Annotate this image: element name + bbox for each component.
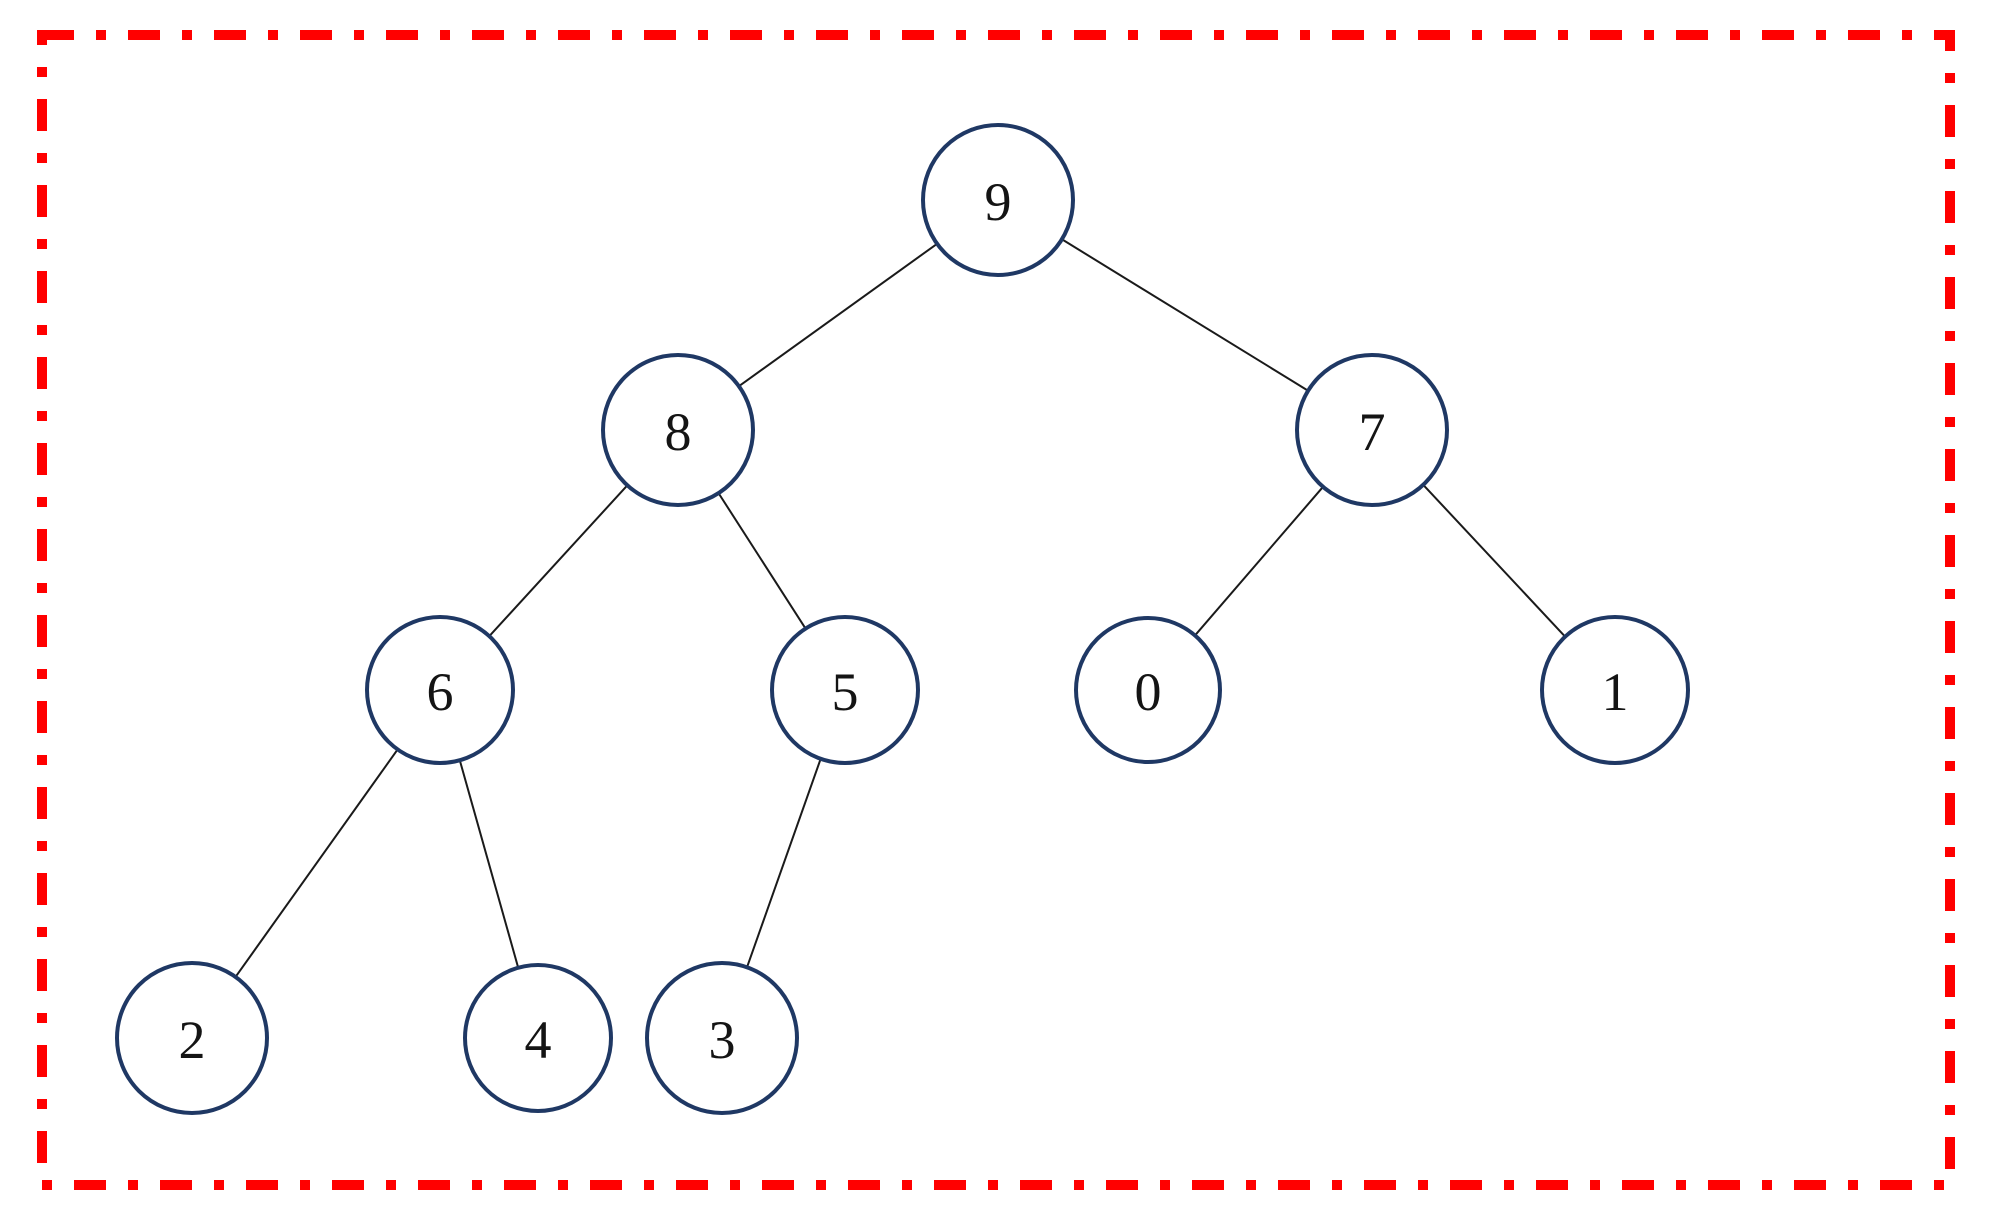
tree-edge-8-6 bbox=[488, 484, 629, 637]
tree-node-6[interactable]: 6 bbox=[365, 615, 515, 765]
node-label-5: 5 bbox=[832, 662, 859, 722]
node-circle-3[interactable] bbox=[645, 961, 799, 1115]
tree-node-7[interactable]: 7 bbox=[1295, 353, 1449, 507]
tree-node-5[interactable]: 5 bbox=[770, 615, 920, 765]
node-circle-1[interactable] bbox=[1540, 615, 1690, 765]
tree-node-9[interactable]: 9 bbox=[921, 123, 1075, 277]
node-circle-4[interactable] bbox=[463, 963, 613, 1113]
node-circle-7[interactable] bbox=[1295, 353, 1449, 507]
node-layer: 9 8 7 6 5 0 1 2 4 3 bbox=[115, 123, 1690, 1115]
tree-node-3[interactable]: 3 bbox=[645, 961, 799, 1115]
node-circle-8[interactable] bbox=[601, 353, 755, 507]
tree-node-0[interactable]: 0 bbox=[1074, 616, 1222, 764]
node-circle-9[interactable] bbox=[921, 123, 1075, 277]
node-label-1: 1 bbox=[1602, 662, 1629, 722]
node-label-6: 6 bbox=[427, 662, 454, 722]
node-label-9: 9 bbox=[985, 172, 1012, 232]
tree-edge-7-1 bbox=[1422, 484, 1566, 638]
tree-edge-8-5 bbox=[717, 492, 807, 630]
tree-node-4[interactable]: 4 bbox=[463, 963, 613, 1113]
node-label-4: 4 bbox=[525, 1010, 552, 1070]
edge-layer bbox=[234, 238, 1566, 978]
node-label-7: 7 bbox=[1359, 402, 1386, 462]
tree-node-8[interactable]: 8 bbox=[601, 353, 755, 507]
tree-edge-9-7 bbox=[1061, 238, 1309, 392]
node-label-8: 8 bbox=[665, 402, 692, 462]
tree-edge-7-0 bbox=[1194, 486, 1324, 637]
node-circle-0[interactable] bbox=[1074, 616, 1222, 764]
tree-node-1[interactable]: 1 bbox=[1540, 615, 1690, 765]
red-dashed-selection-frame bbox=[37, 30, 1955, 1190]
node-circle-2[interactable] bbox=[115, 961, 269, 1115]
node-circle-6[interactable] bbox=[365, 615, 515, 765]
tree-edge-5-3 bbox=[746, 758, 822, 968]
node-label-0: 0 bbox=[1135, 662, 1162, 722]
tree-edge-9-8 bbox=[738, 242, 938, 388]
tree-node-2[interactable]: 2 bbox=[115, 961, 269, 1115]
node-label-2: 2 bbox=[179, 1010, 206, 1070]
node-label-3: 3 bbox=[709, 1010, 736, 1070]
tree-edge-6-2 bbox=[234, 748, 399, 978]
node-circle-5[interactable] bbox=[770, 615, 920, 765]
tree-edge-6-4 bbox=[458, 759, 520, 969]
